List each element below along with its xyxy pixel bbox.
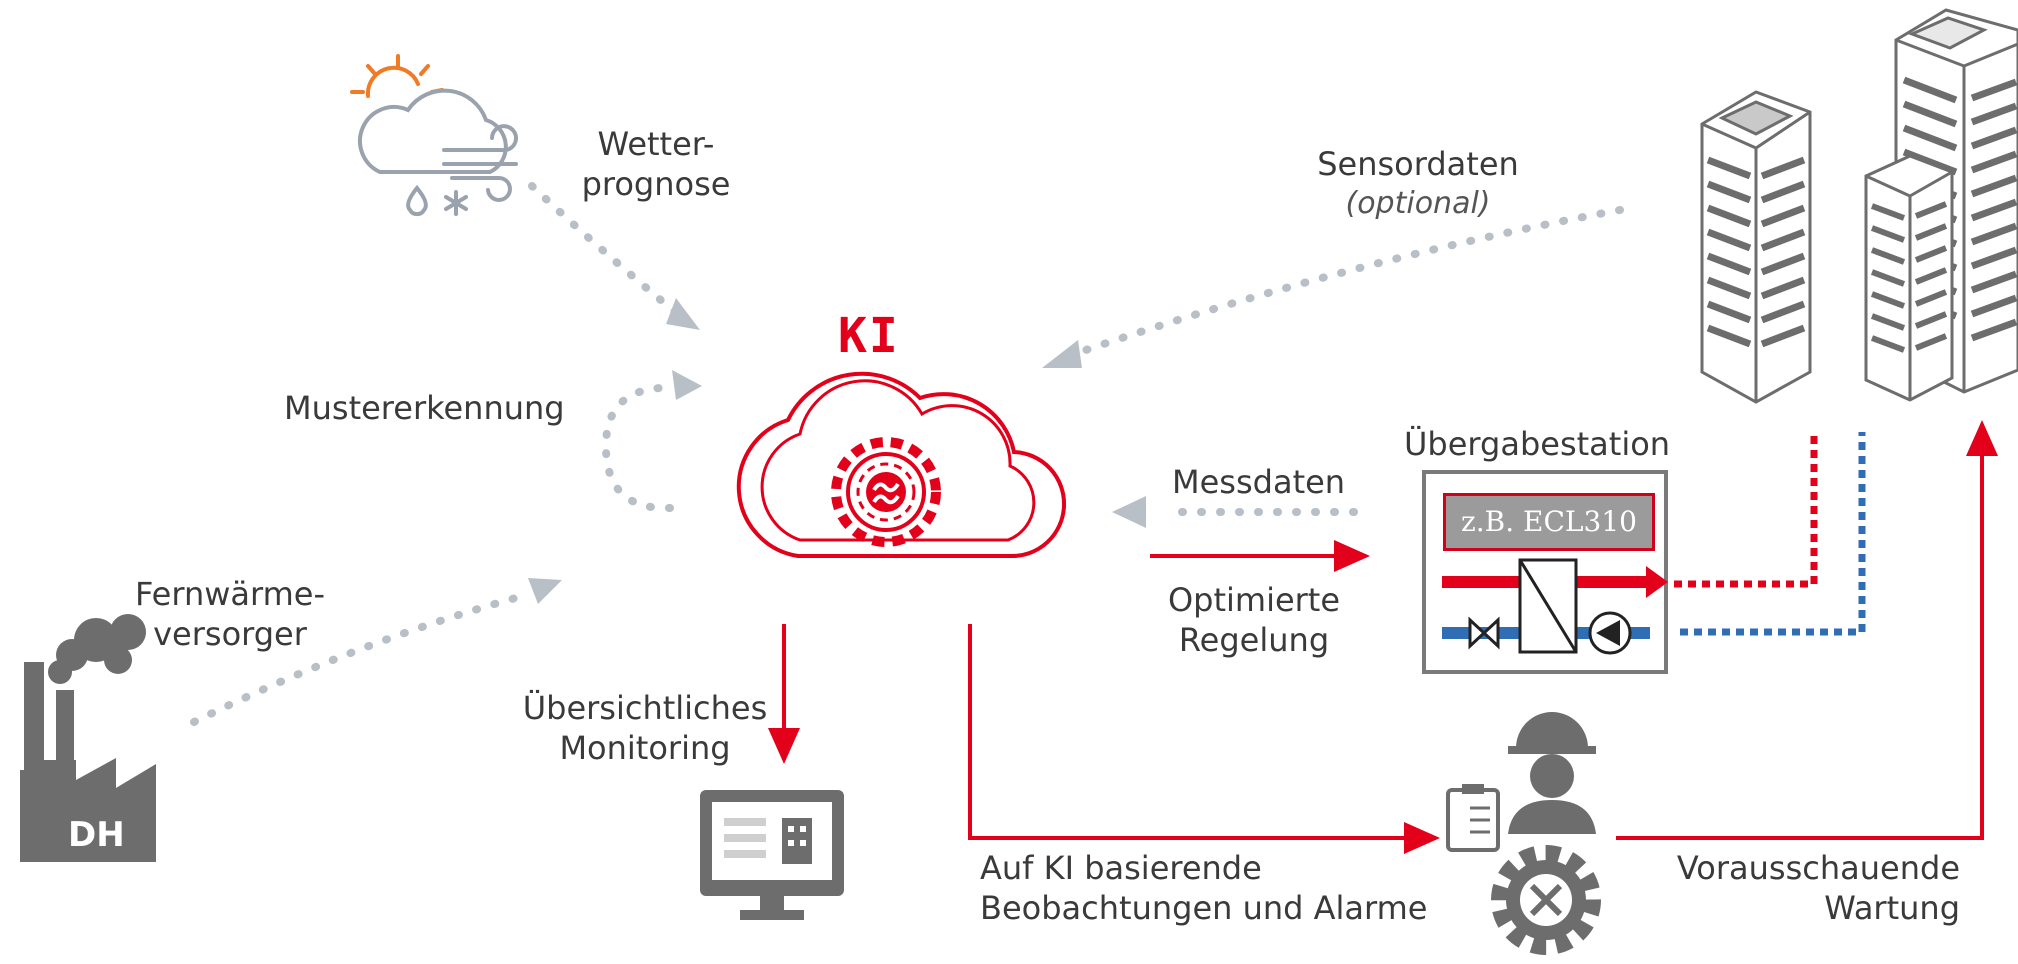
controller-label: z.B. ECL310 <box>1443 493 1655 551</box>
sensor-optional-label: (optional) <box>1345 186 1491 221</box>
weather-label-line-2: prognose <box>581 165 731 203</box>
ki-label: KI <box>838 308 900 364</box>
alarms-arrow <box>968 624 1440 854</box>
monitoring-label-line-1: Übersichtliches <box>522 689 768 727</box>
measurement-flow-arrow <box>1112 496 1358 528</box>
supplier-label-line-2: versorger <box>153 615 307 653</box>
optimized-control-label: Optimierte Regelung <box>1154 580 1354 660</box>
maintenance-label-line-1: Vorausschauende <box>1676 849 1960 887</box>
measurement-data-label: Messdaten <box>1172 463 1346 501</box>
return-line-blue <box>1680 432 1866 636</box>
substation-title: Übergabestation <box>1404 425 1671 463</box>
maintenance-label-line-2: Wartung <box>1824 889 1960 927</box>
buildings-icon <box>1700 8 2018 404</box>
maintenance-gear-icon <box>1491 845 1601 955</box>
district-heating-badge: DH <box>68 815 125 855</box>
monitoring-label-line-2: Monitoring <box>559 729 731 767</box>
technician-icon <box>1446 712 1596 852</box>
maintenance-arrow <box>1616 420 1998 840</box>
sensor-flow-arrow <box>1042 206 1624 368</box>
monitor-icon <box>700 790 844 920</box>
pattern-recognition-label: Mustererkennung <box>284 389 565 427</box>
alarms-label-line-2: Beobachtungen und Alarme <box>980 889 1428 927</box>
supply-line-red <box>1674 432 1818 588</box>
monitoring-label: Übersichtliches Monitoring <box>500 688 790 768</box>
supplier-label-line-1: Fernwärme- <box>135 575 325 613</box>
alarms-label: Auf KI basierende Beobachtungen und Alar… <box>980 848 1427 928</box>
sensor-label: Sensordaten <box>1317 145 1519 183</box>
weather-forecast-label: Wetter- prognose <box>566 124 746 204</box>
supplier-flow-arrow <box>190 578 562 726</box>
optimized-label-line-2: Regelung <box>1178 621 1330 659</box>
weather-flow-arrow <box>528 182 700 330</box>
supplier-label: Fernwärme- versorger <box>120 574 340 654</box>
weather-icon <box>350 54 518 217</box>
pattern-loop-arrow <box>601 370 702 513</box>
optimized-label-line-1: Optimierte <box>1167 581 1341 619</box>
factory-icon <box>20 614 156 862</box>
alarms-label-line-1: Auf KI basierende <box>980 849 1262 887</box>
maintenance-label: Vorausschauende Wartung <box>1640 848 1960 928</box>
gear-icon <box>831 437 941 547</box>
weather-label-line-1: Wetter- <box>597 125 715 163</box>
sensor-data-label: Sensordaten (optional) <box>1298 144 1538 224</box>
